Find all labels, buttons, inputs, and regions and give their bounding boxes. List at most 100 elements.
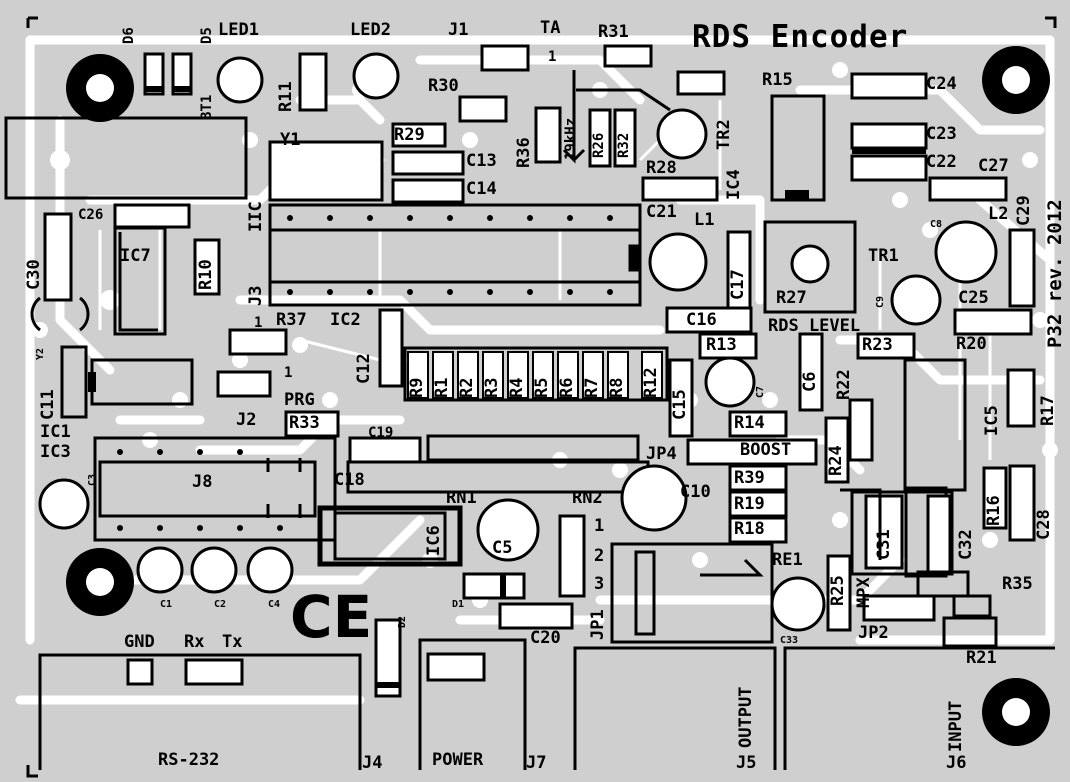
label-r28: R28 [646, 158, 677, 178]
label-r37-pin1: 1 [254, 315, 263, 331]
label-mpx: MPX [854, 577, 874, 608]
label-c21: C21 [646, 202, 677, 222]
label-ta-pin1: 1 [548, 49, 557, 65]
label-j1: J1 [448, 20, 469, 40]
label-c12: C12 [354, 353, 374, 384]
label-l1: L1 [694, 210, 715, 230]
label-tr1: TR1 [868, 246, 899, 266]
label-rn1: RN1 [446, 488, 477, 508]
label-y2: Y2 [35, 347, 46, 360]
label-jp4: JP4 [646, 444, 677, 464]
label-c32: C32 [956, 529, 976, 560]
label-ic5: IC5 [982, 405, 1002, 436]
label-led2: LED2 [350, 20, 391, 40]
ce-mark: CE [290, 583, 373, 651]
ic-pin-dots [117, 215, 613, 531]
label-r25: R25 [828, 575, 848, 606]
label-r36: R36 [514, 137, 534, 168]
label-c1: C1 [160, 599, 173, 610]
label-power: POWER [432, 750, 484, 770]
label-output: OUTPUT [736, 686, 756, 748]
connector-outlines [26, 16, 1057, 778]
label-j8: J8 [192, 472, 213, 492]
label-tx: Tx [222, 632, 243, 652]
label-r22: R22 [834, 369, 854, 400]
label-l2: L2 [988, 204, 1009, 224]
label-re1: RE1 [772, 550, 803, 570]
label-r1: R1 [432, 377, 452, 398]
label-c31: C31 [874, 529, 894, 560]
round-components [38, 52, 998, 632]
label-c11: C11 [38, 389, 58, 420]
label-c30: C30 [24, 259, 44, 290]
label-c2: C2 [214, 599, 227, 610]
label-r4: R4 [507, 377, 527, 398]
label-r37: R37 [276, 310, 307, 330]
label-c28: C28 [1034, 509, 1054, 540]
label-jp1-pin2: 2 [594, 546, 605, 566]
label-j3: J3 [246, 285, 266, 306]
label-r10: R10 [196, 259, 216, 290]
label-c5: C5 [492, 538, 513, 558]
passive-bodies [43, 44, 1036, 698]
label-rds-level: RDS LEVEL [768, 316, 861, 336]
label-r11: R11 [276, 81, 296, 112]
label-r12: R12 [641, 367, 661, 398]
label-iic: IIC [246, 201, 266, 232]
label-rx: Rx [184, 632, 205, 652]
label-ic1: IC1 [40, 422, 71, 442]
label-ta: TA [540, 18, 561, 38]
label-j7: J7 [526, 753, 547, 773]
label-r19: R19 [734, 494, 765, 514]
mounting-holes [66, 46, 1050, 746]
label-j2: J2 [236, 410, 257, 430]
label-d1: D1 [452, 599, 465, 610]
label-c8: C8 [930, 219, 943, 230]
silkscreen-marks [30, 70, 882, 577]
label-c6: C6 [800, 371, 820, 392]
label-jp1-pin1: 1 [594, 516, 605, 536]
label-r13: R13 [706, 335, 737, 355]
label-r33: R33 [289, 413, 320, 433]
label-rs232: RS-232 [158, 750, 220, 770]
label-j2-pin1: 1 [284, 365, 293, 381]
label-d6: D6 [121, 27, 137, 44]
label-c4: C4 [268, 599, 281, 610]
label-r6: R6 [557, 377, 577, 398]
label-c27: C27 [978, 156, 1009, 176]
label-rn2: RN2 [572, 488, 603, 508]
label-r26: R26 [591, 132, 607, 158]
label-c7: C7 [755, 385, 766, 398]
label-c10: C10 [680, 482, 711, 502]
label-c23: C23 [926, 124, 957, 144]
label-r23: R23 [862, 335, 893, 355]
label-c22: C22 [926, 152, 957, 172]
label-r2: R2 [457, 377, 477, 398]
label-c24: C24 [926, 74, 957, 94]
label-c26: C26 [78, 207, 104, 223]
label-r20: R20 [956, 334, 987, 354]
label-ic4: IC4 [724, 169, 744, 200]
label-19khz: 19kHz [563, 117, 579, 160]
label-r8: R8 [607, 377, 627, 398]
label-c13: C13 [466, 151, 497, 171]
label-r16: R16 [984, 495, 1004, 526]
label-r35: R35 [1002, 574, 1033, 594]
label-c15: C15 [670, 389, 690, 420]
label-r31: R31 [598, 22, 629, 42]
label-j5: J5 [736, 753, 757, 773]
label-c16: C16 [686, 310, 717, 330]
label-r32: R32 [616, 132, 632, 158]
label-r5: R5 [532, 377, 552, 398]
label-c33: C33 [780, 635, 799, 646]
label-c3: C3 [87, 473, 98, 486]
label-r29: R29 [394, 125, 425, 145]
label-c20: C20 [530, 628, 561, 648]
label-r9: R9 [407, 377, 427, 398]
board-title: RDS Encoder [692, 19, 909, 55]
label-r18: R18 [734, 519, 765, 539]
label-c18: C18 [334, 470, 365, 490]
label-r7: R7 [582, 377, 602, 398]
label-r17: R17 [1038, 395, 1058, 426]
